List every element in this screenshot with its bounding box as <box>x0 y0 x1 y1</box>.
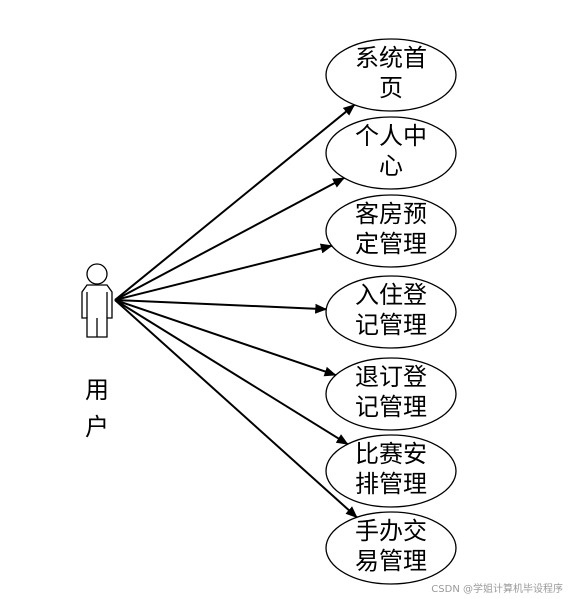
use-case-label-line: 入住登 <box>355 281 427 309</box>
use-case-ellipse <box>325 434 457 508</box>
association-arrow-5 <box>114 299 337 377</box>
use-case-ellipse <box>325 357 457 431</box>
use-case-label-line: 比赛安 <box>355 440 427 468</box>
use-case-label-line: 定管理 <box>355 230 427 258</box>
use-case-label-line: 退订登 <box>355 363 427 391</box>
use-case-ellipse <box>325 38 457 112</box>
actor-body <box>81 284 113 338</box>
association-arrow-7 <box>114 299 358 519</box>
actor-label-line-1: 用 <box>85 376 109 404</box>
watermark: CSDN @学姐计算机毕设程序 <box>431 582 563 595</box>
use-case-ellipse <box>325 116 457 190</box>
use-case-label-line: 手办交 <box>355 517 427 545</box>
association-arrow-6 <box>114 299 349 446</box>
use-case-label-line: 记管理 <box>355 393 427 421</box>
use-case-label-line: 个人中 <box>355 122 427 150</box>
actor-label-line-2: 户 <box>85 413 109 441</box>
use-case-label-line: 心 <box>379 152 403 180</box>
actor-user <box>81 263 113 338</box>
use-case-ellipse <box>325 194 457 268</box>
association-arrow-2 <box>114 177 345 301</box>
use-case-ellipse <box>325 511 457 585</box>
connectors <box>114 104 358 519</box>
use-case-label-line: 系统首 <box>355 44 427 72</box>
use-case-ellipse <box>325 275 457 349</box>
use-case-label-line: 记管理 <box>355 311 427 339</box>
association-arrow-4 <box>114 299 328 314</box>
association-arrow-3 <box>114 243 333 301</box>
use-case-label-line: 易管理 <box>355 547 427 575</box>
use-case-label-line: 页 <box>379 74 403 102</box>
use-case-label-line: 客房预 <box>355 200 427 228</box>
use-case-label-line: 排管理 <box>355 470 427 498</box>
association-arrow-1 <box>114 104 356 301</box>
actor-head <box>86 263 108 285</box>
